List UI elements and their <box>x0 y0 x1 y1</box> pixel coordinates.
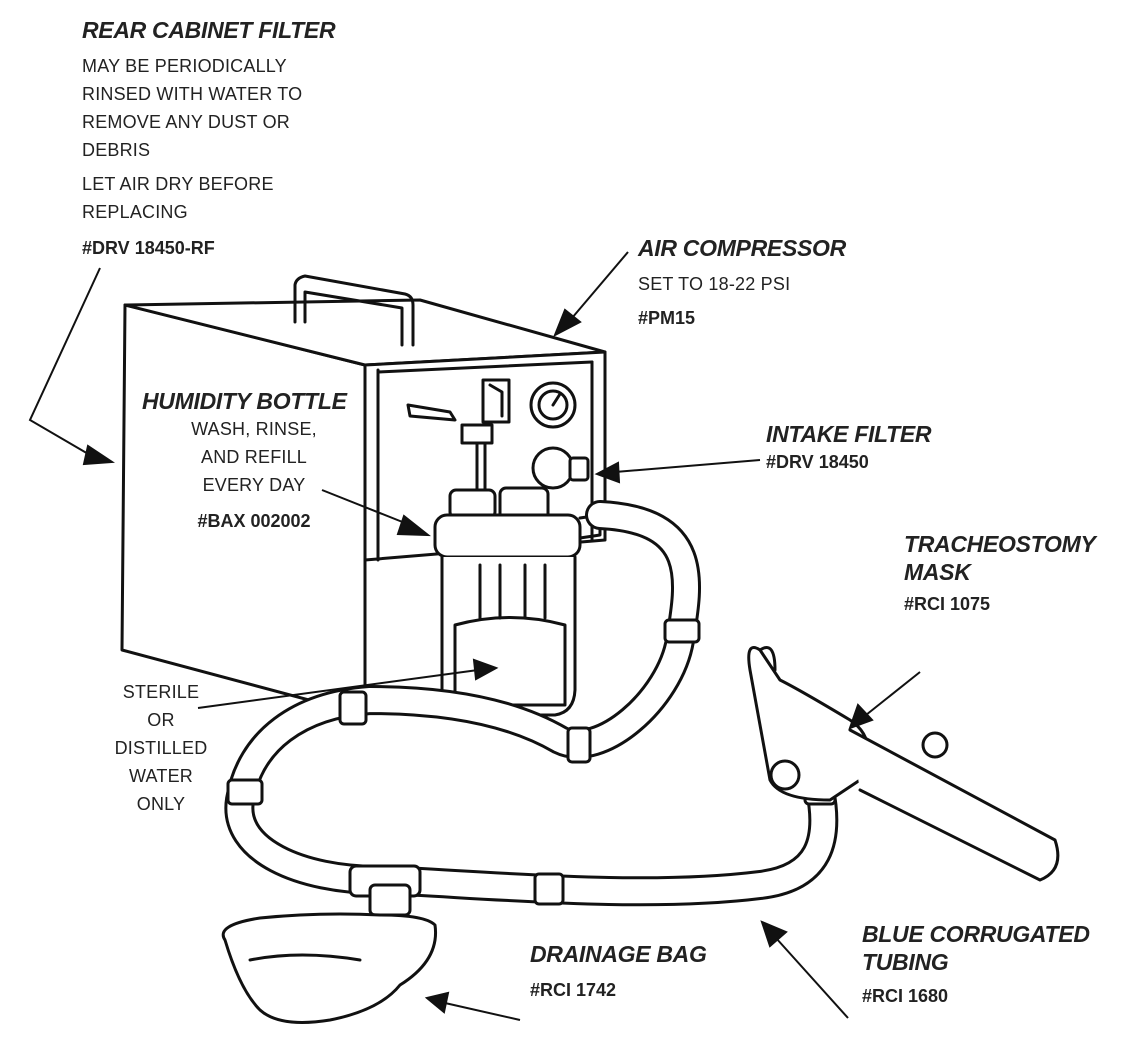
drainage-bag <box>221 883 438 1024</box>
air-compressor-callout: AIR COMPRESSOR SET TO 18-22 PSI #PM15 <box>638 234 898 332</box>
blue-tubing-title-1: BLUE CORRUGATED <box>862 921 1090 947</box>
drainage-bag-title: DRAINAGE BAG <box>530 941 707 967</box>
rear-cabinet-filter-text-1: MAY BE PERIODICALLY <box>82 56 287 76</box>
sterile-water-text-2: OR <box>147 710 175 730</box>
sterile-water-text-3: DISTILLED <box>114 738 208 758</box>
air-compressor-text: SET TO 18-22 PSI <box>638 274 791 294</box>
intake-filter <box>531 446 590 490</box>
arrow-tracheostomy-mask <box>848 671 921 730</box>
arrow-air-compressor <box>553 251 629 338</box>
rear-cabinet-filter-text-6: REPLACING <box>82 202 188 222</box>
rear-cabinet-filter-text-5: LET AIR DRY BEFORE <box>82 174 274 194</box>
humidity-bottle <box>433 486 602 717</box>
sterile-water-text-4: WATER <box>129 766 193 786</box>
rear-cabinet-filter-text-2: RINSED WITH WATER TO <box>82 84 303 104</box>
humidity-bottle-text-3: EVERY DAY <box>202 475 306 495</box>
air-compressor-title: AIR COMPRESSOR <box>638 235 846 261</box>
humidity-bottle-part-number: #BAX 002002 <box>197 511 311 531</box>
rear-cabinet-filter-callout: REAR CABINET FILTER MAY BE PERIODICALLY … <box>82 16 382 262</box>
arrow-intake-filter <box>594 459 761 484</box>
rear-cabinet-filter-text-3: REMOVE ANY DUST OR <box>82 112 290 132</box>
humidity-bottle-title: HUMIDITY BOTTLE <box>142 388 347 414</box>
intake-filter-part-number: #DRV 18450 <box>766 452 869 472</box>
rear-cabinet-filter-text-4: DEBRIS <box>82 140 151 160</box>
humidity-bottle-text-2: AND REFILL <box>200 447 308 467</box>
arrow-sterile-water <box>197 658 499 709</box>
arrow-blue-tubing <box>760 920 849 1019</box>
flowmeter-valve <box>406 403 494 497</box>
drainage-bag-callout: DRAINAGE BAG #RCI 1742 <box>530 940 750 1004</box>
sterile-water-text-5: ONLY <box>136 794 186 814</box>
intake-filter-title: INTAKE FILTER <box>766 421 932 447</box>
air-compressor-part-number: #PM15 <box>638 308 696 328</box>
tracheostomy-mask-part-number: #RCI 1075 <box>904 594 991 614</box>
tracheostomy-mask-title-2: MASK <box>904 559 971 585</box>
power-switch <box>481 378 511 424</box>
blue-tubing-part-number: #RCI 1680 <box>862 986 949 1006</box>
pressure-gauge <box>529 381 577 429</box>
intake-filter-callout: INTAKE FILTER #DRV 18450 <box>766 420 986 476</box>
drainage-bag-part-number: #RCI 1742 <box>530 980 617 1000</box>
blue-tubing-callout: BLUE CORRUGATED TUBING #RCI 1680 <box>862 920 1102 1010</box>
tracheostomy-mask-callout: TRACHEOSTOMY MASK #RCI 1075 <box>904 530 1124 618</box>
sterile-water-text-1: STERILE <box>122 682 200 702</box>
rear-cabinet-filter-title: REAR CABINET FILTER <box>82 17 336 43</box>
blue-tubing-title-2: TUBING <box>862 949 949 975</box>
arrow-drainage-bag <box>424 991 521 1021</box>
tracheostomy-mask-title-1: TRACHEOSTOMY <box>904 531 1096 557</box>
humidity-bottle-callout: HUMIDITY BOTTLE WASH, RINSE, AND REFILL … <box>142 387 358 535</box>
sterile-water-callout: STERILE OR DISTILLED WATER ONLY <box>106 678 216 818</box>
humidity-bottle-text-1: WASH, RINSE, <box>191 419 317 439</box>
tracheostomy-mask <box>747 646 1060 882</box>
arrow-rear-cabinet-filter <box>28 267 115 466</box>
arrow-humidity-bottle <box>321 489 432 537</box>
rear-cabinet-filter-part-number: #DRV 18450-RF <box>82 238 215 258</box>
